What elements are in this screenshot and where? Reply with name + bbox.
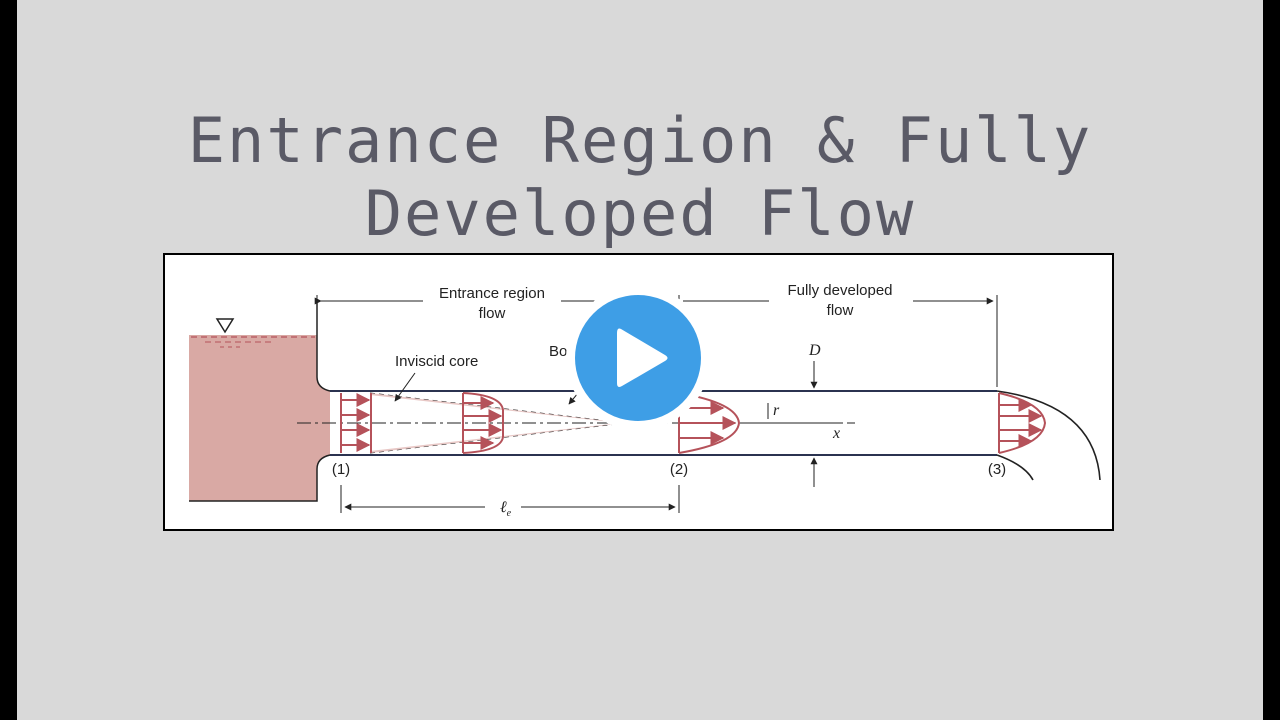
axis-label: x bbox=[832, 425, 840, 442]
play-button-disc[interactable] bbox=[575, 295, 701, 421]
free-surface-icon bbox=[215, 318, 235, 334]
radius-label: r bbox=[773, 402, 780, 419]
entrance-region-label: Entrance region bbox=[439, 285, 545, 302]
play-icon bbox=[617, 328, 668, 387]
velocity-profile-1 bbox=[340, 393, 372, 453]
video-play-button[interactable] bbox=[566, 286, 710, 430]
jet-bottom bbox=[996, 454, 1034, 481]
station-3-label: (3) bbox=[988, 461, 1006, 478]
inviscid-core-label: Inviscid core bbox=[395, 353, 478, 370]
entrance-flow-label: flow bbox=[479, 305, 506, 322]
entrance-length-label: ℓe bbox=[500, 499, 512, 519]
fully-developed-flow-label: flow bbox=[827, 302, 854, 319]
slide-title: Entrance Region & Fully Developed Flow bbox=[187, 104, 1093, 250]
jet-top bbox=[996, 390, 1101, 481]
station-2-label: (2) bbox=[670, 461, 688, 478]
diameter-label: D bbox=[808, 342, 821, 359]
boundary-layer-label: Bo bbox=[549, 343, 567, 360]
reservoir-wall bbox=[189, 299, 331, 502]
reservoir bbox=[189, 335, 330, 501]
diagram-svg: Entrance region flow Fully developed flo… bbox=[189, 282, 1101, 519]
velocity-profile-3 bbox=[998, 392, 1047, 454]
station-1-label: (1) bbox=[332, 461, 350, 478]
fully-developed-label: Fully developed bbox=[787, 282, 892, 299]
velocity-profile-mid bbox=[462, 392, 504, 454]
